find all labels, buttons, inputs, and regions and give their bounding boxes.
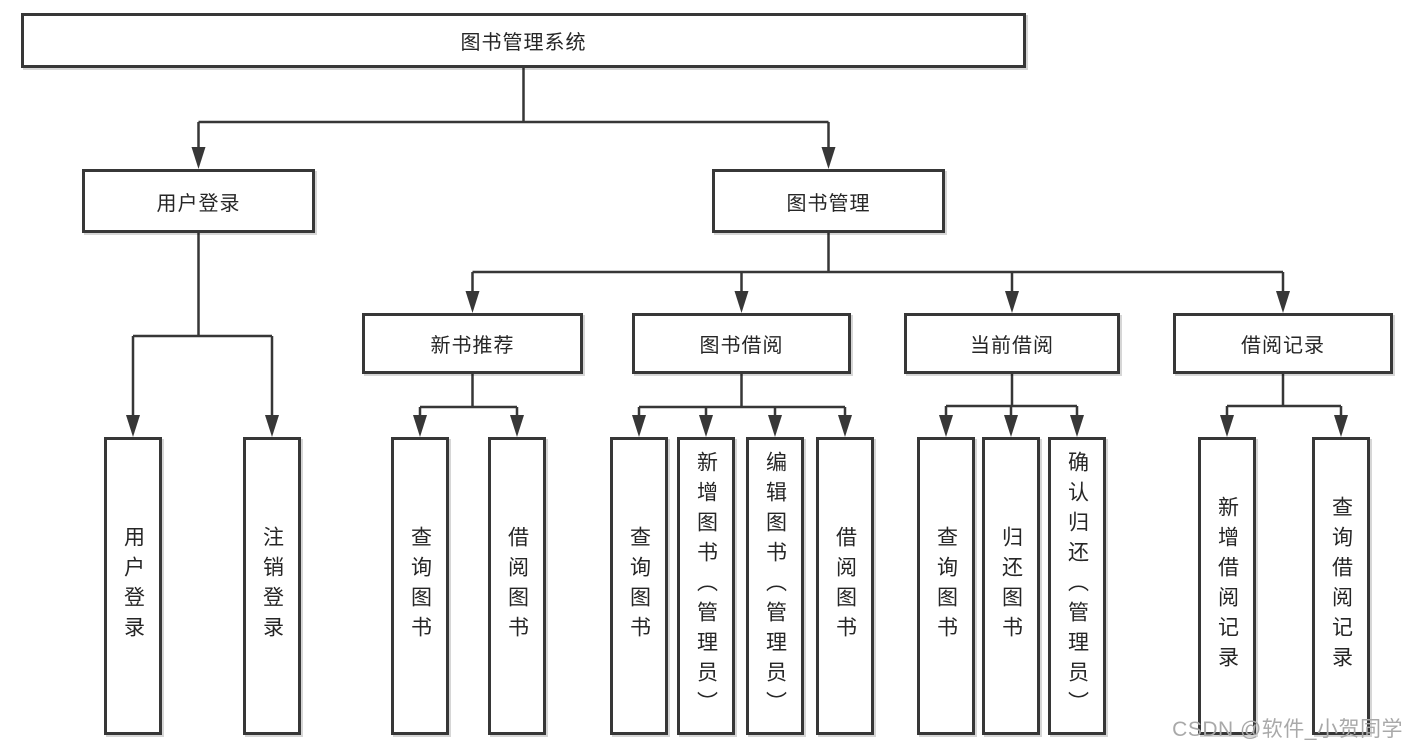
node-label: 借阅记录: [1241, 335, 1325, 357]
leaf-query-borrow-record: 查询借阅记录: [1312, 437, 1370, 735]
node-label: 注销登录: [260, 526, 284, 646]
node-label: 查询图书: [934, 526, 958, 646]
node-new-book-recommend: 新书推荐: [362, 313, 583, 374]
node-label: 查询借阅记录: [1329, 496, 1353, 676]
node-label: 借阅图书: [505, 526, 529, 646]
node-label: 图书借阅: [699, 335, 784, 357]
node-label: 图书管理: [786, 192, 871, 215]
node-user-login: 用户登录: [82, 169, 315, 233]
leaf-add-borrow-record: 新增借阅记录: [1198, 437, 1256, 735]
node-label: 编辑图书（管理员）: [763, 451, 787, 721]
node-label: 新增借阅记录: [1215, 496, 1239, 676]
node-current-borrowing: 当前借阅: [904, 313, 1120, 374]
node-label: 用户登录: [156, 192, 241, 215]
node-borrowing-records: 借阅记录: [1173, 313, 1393, 374]
node-label: 当前借阅: [970, 335, 1054, 357]
node-library-management-system: 图书管理系统: [21, 13, 1026, 68]
leaf-borrow-books: 借阅图书: [816, 437, 874, 735]
leaf-user-login: 用户登录: [104, 437, 162, 735]
leaf-add-books-admin: 新增图书（管理员）: [677, 437, 735, 735]
node-label: 归还图书: [999, 526, 1023, 646]
node-label: 查询图书: [408, 526, 432, 646]
node-book-borrowing: 图书借阅: [632, 313, 851, 374]
leaf-logout: 注销登录: [243, 437, 301, 735]
node-label: 新增图书（管理员）: [694, 451, 718, 721]
node-label: 新书推荐: [430, 335, 515, 357]
csdn-watermark: CSDN @软件_小贺同学: [1172, 718, 1403, 741]
leaf-query-books-current: 查询图书: [917, 437, 975, 735]
leaf-edit-books-admin: 编辑图书（管理员）: [746, 437, 804, 735]
leaf-confirm-return-admin: 确认归还（管理员）: [1048, 437, 1106, 735]
leaf-borrow-books-recommend: 借阅图书: [488, 437, 546, 735]
node-label: 借阅图书: [833, 526, 857, 646]
node-label: 确认归还（管理员）: [1065, 451, 1089, 721]
leaf-return-books: 归还图书: [982, 437, 1040, 735]
node-book-management: 图书管理: [712, 169, 945, 233]
node-label: 图书管理系统: [460, 32, 587, 54]
leaf-query-books-recommend: 查询图书: [391, 437, 449, 735]
node-label: 查询图书: [627, 526, 651, 646]
node-label: 用户登录: [121, 526, 145, 646]
leaf-query-books-borrowing: 查询图书: [610, 437, 668, 735]
